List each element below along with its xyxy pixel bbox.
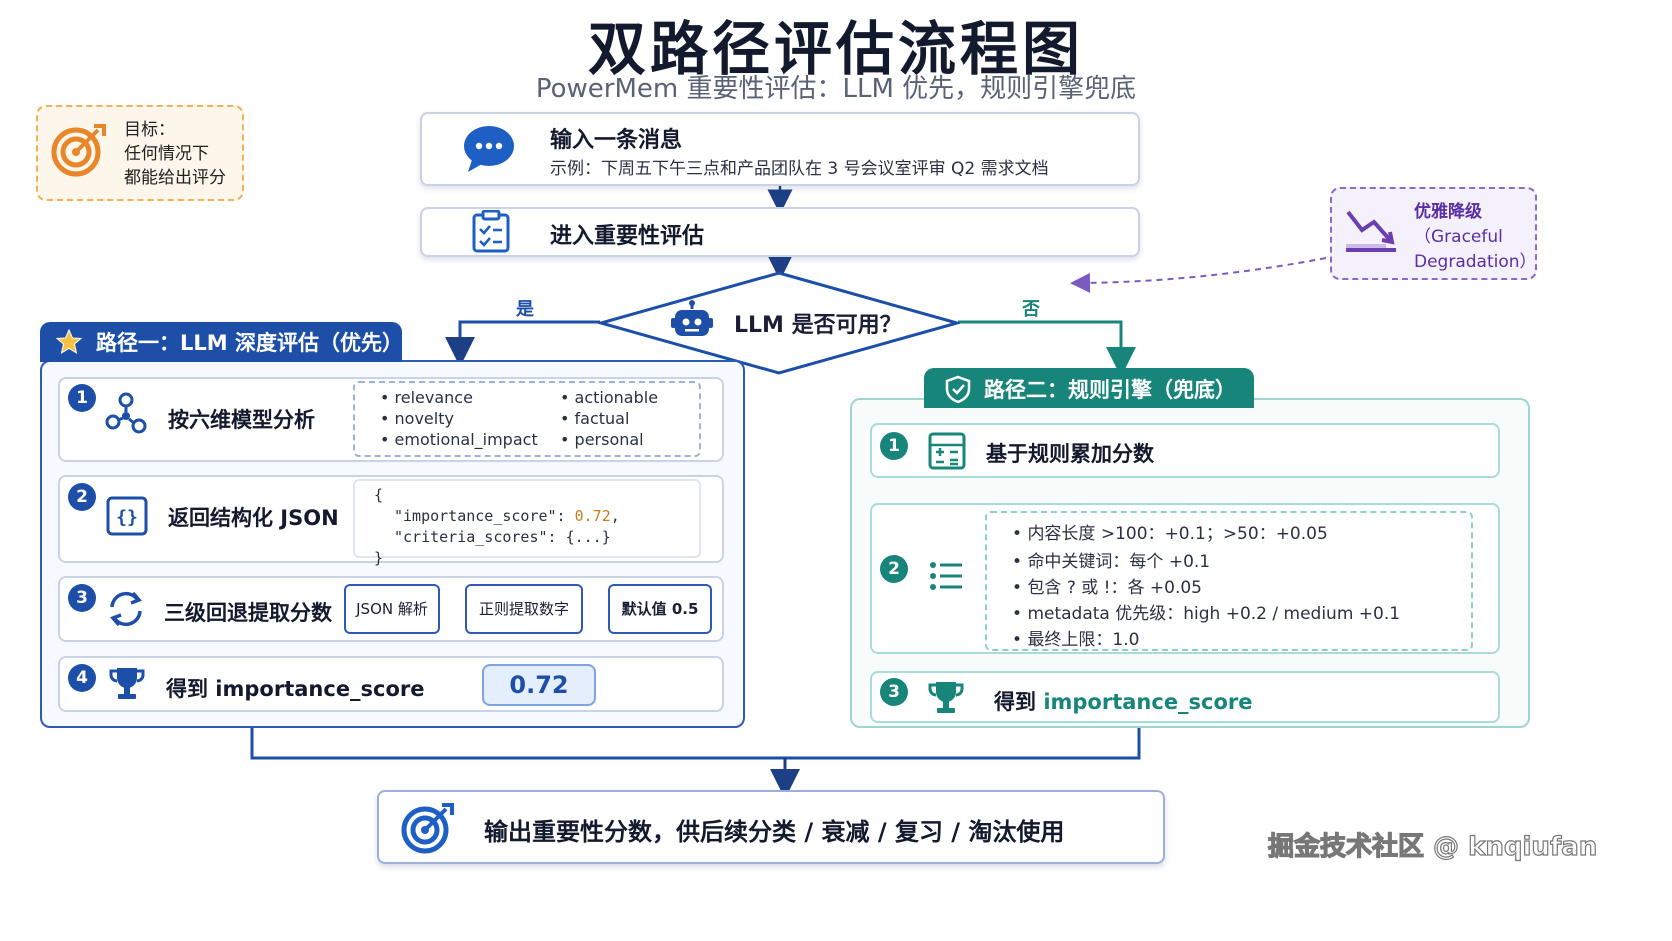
no-label: 否 <box>1022 299 1040 320</box>
input-step-title: 输入一条消息 <box>550 128 683 153</box>
output-text: 输出重要性分数，供后续分类 / 衰减 / 复习 / 淘汰使用 <box>484 818 1065 846</box>
trend-down-icon <box>1346 210 1396 252</box>
path1-step-2 <box>58 475 724 563</box>
path2-step-1 <box>870 423 1500 478</box>
arrow-yes-branch <box>445 320 600 367</box>
dimension-item: • novelty <box>380 409 454 428</box>
fallback-json-parse: JSON 解析 <box>344 584 440 634</box>
input-step-box <box>420 112 1140 186</box>
step-number: 1 <box>880 432 908 460</box>
fallback-default: 默认值 0.5 <box>608 584 712 634</box>
merge-line <box>250 728 1141 760</box>
clipboard-check-icon <box>472 210 510 253</box>
list-icon <box>930 562 962 590</box>
json-preview <box>353 479 701 558</box>
step-number: 1 <box>68 384 96 412</box>
page-subtitle: PowerMem 重要性评估：LLM 优先，规则引擎兜底 <box>535 74 1137 104</box>
dimension-item: • actionable <box>560 388 659 407</box>
path1-step-4-title: 得到 importance_score <box>166 677 425 701</box>
refresh-icon <box>110 591 142 627</box>
dimension-item: • personal <box>560 430 644 449</box>
path2-header: 路径二：规则引擎（兜底） <box>924 368 1254 408</box>
path1-header-label: 路径一：LLM 深度评估（优先） <box>96 331 403 355</box>
step-number: 3 <box>68 584 96 612</box>
graceful-line3: Degradation） <box>1414 252 1537 272</box>
path1-step-1-title: 按六维模型分析 <box>168 408 315 432</box>
enter-step-title: 进入重要性评估 <box>550 224 705 249</box>
path2-step-3 <box>870 671 1500 723</box>
star-icon <box>56 329 82 355</box>
rule-list <box>985 511 1473 651</box>
robot-icon <box>671 300 713 336</box>
network-nodes-icon <box>105 392 147 434</box>
rule-item: • 包含 ? 或 !：各 +0.05 <box>1012 578 1202 598</box>
dimension-item: • factual <box>560 409 630 428</box>
path2-step-3-title: 得到 importance_score <box>994 690 1253 714</box>
step-number: 2 <box>68 483 96 511</box>
path2-step-2 <box>870 503 1500 654</box>
goal-line1: 任何情况下 <box>124 144 209 164</box>
target-icon <box>51 124 106 177</box>
rule-item: • metadata 优先级：high +0.2 / medium +0.1 <box>1012 604 1401 624</box>
enter-step-box <box>420 207 1140 257</box>
chat-bubble-icon <box>464 126 514 172</box>
dimension-list <box>353 381 701 457</box>
path2-step-1-title: 基于规则累加分数 <box>986 442 1154 466</box>
json-open: { <box>374 486 384 504</box>
trophy-icon <box>109 668 145 699</box>
graceful-line2: （Graceful <box>1414 227 1503 247</box>
dimension-item: • emotional_impact <box>380 430 538 449</box>
arrow-graceful <box>1070 257 1327 293</box>
rule-item: • 最终上限：1.0 <box>1012 630 1140 650</box>
json-line-2: "criteria_scores": {...} <box>394 528 611 546</box>
trophy-icon <box>928 682 964 713</box>
step-number: 3 <box>880 678 908 706</box>
json-text: { "importance_score": 0.72, "criteria_sc… <box>374 485 620 569</box>
calculator-icon <box>928 432 966 470</box>
path2-header-label: 路径二：规则引擎（兜底） <box>984 378 1236 402</box>
path1-step-4 <box>58 656 724 712</box>
fallback-regex: 正则提取数字 <box>465 584 583 634</box>
goal-line2: 都能给出评分 <box>124 168 226 188</box>
rule-item: • 命中关键词：每个 +0.1 <box>1012 552 1211 572</box>
path1-step-1 <box>58 377 724 462</box>
path1-step-2-title: 返回结构化 JSON <box>168 506 339 530</box>
graceful-line1: 优雅降级 <box>1414 202 1482 222</box>
path1-step-3-title: 三级回退提取分数 <box>164 601 332 625</box>
input-step-example: 示例：下周五下午三点和产品团队在 3 号会议室评审 Q2 需求文档 <box>550 159 1049 179</box>
graceful-text: 优雅降级 （Graceful Degradation） <box>1414 200 1537 275</box>
score-value: 0.72 <box>482 664 596 706</box>
graceful-degradation-card <box>1330 187 1537 280</box>
path1-header: 路径一：LLM 深度评估（优先） <box>40 322 403 362</box>
step-number: 4 <box>68 664 96 692</box>
code-braces-icon: {} <box>106 496 148 536</box>
watermark: 掘金技术社区 @ knqiufan <box>1267 831 1598 862</box>
json-close: } <box>374 549 384 567</box>
svg-text:{}: {} <box>116 507 138 528</box>
shield-icon <box>945 375 971 403</box>
decision-question: LLM 是否可用？ <box>734 313 902 338</box>
decision-diamond <box>598 271 960 375</box>
page-title: 双路径评估流程图 <box>587 15 1084 83</box>
output-box <box>377 790 1165 864</box>
goal-text: 目标： 任何情况下 都能给出评分 <box>124 118 226 190</box>
rule-item: • 内容长度 >100：+0.1；>50：+0.05 <box>1012 524 1328 544</box>
goal-label: 目标： <box>124 120 175 140</box>
arrow-no-branch <box>958 320 1136 377</box>
yes-label: 是 <box>516 299 534 320</box>
step-number: 2 <box>880 555 908 583</box>
json-line-1: "importance_score": 0.72, <box>394 507 620 525</box>
target-icon <box>401 803 454 854</box>
dimension-item: • relevance <box>380 388 473 407</box>
goal-card <box>36 105 244 201</box>
